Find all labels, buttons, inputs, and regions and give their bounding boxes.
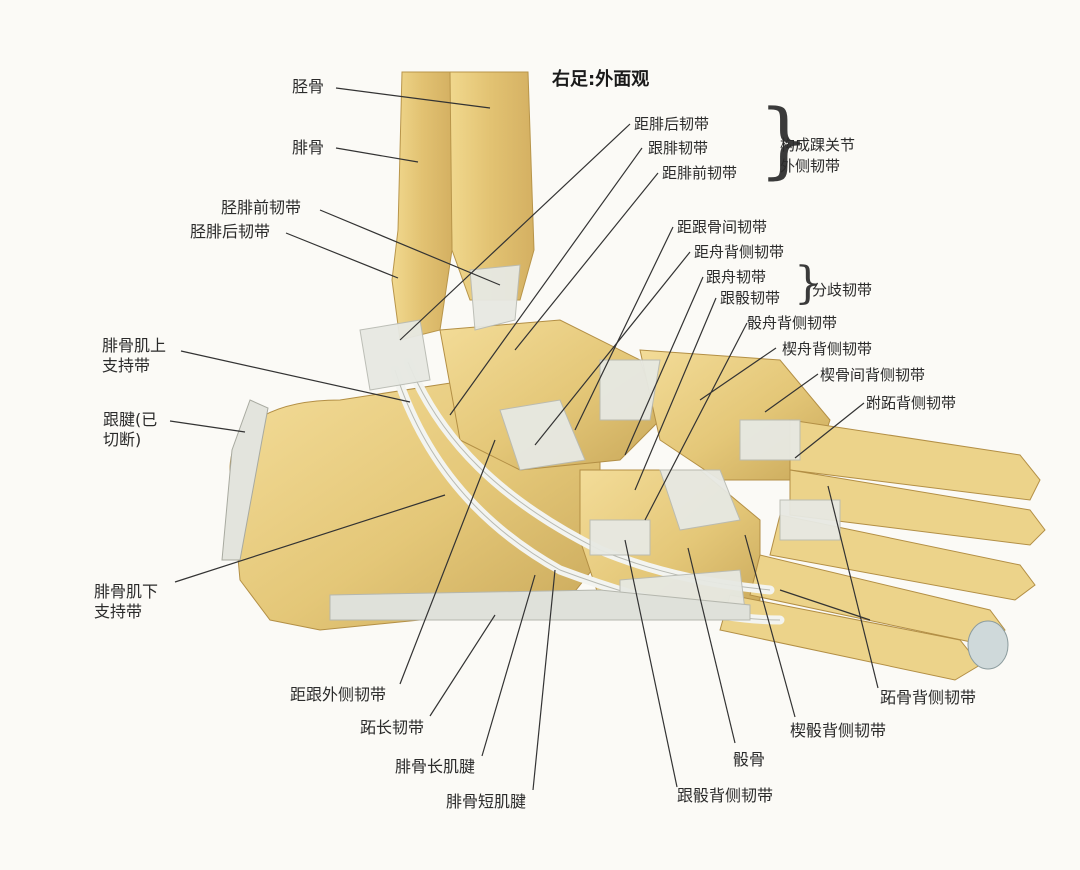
label-lateral-talocalcaneal: 距跟外侧韧带 [290, 685, 387, 704]
label-dorsal-tarsometatarsal: 跗跖背侧韧带 [866, 394, 957, 412]
label-ankle-lateral-group-2: 外侧韧带 [780, 157, 841, 175]
label-inf-peroneal-retinaculum-2: 支持带 [94, 602, 143, 621]
label-inf-peroneal-retinaculum-1: 腓骨肌下 [94, 582, 159, 601]
label-cuboid: 骰骨 [733, 750, 766, 769]
label-post-talofibular: 距腓后韧带 [634, 115, 710, 133]
metatarsal-head-highlight [967, 620, 1009, 670]
label-sup-peroneal-retinaculum-1: 腓骨肌上 [102, 336, 167, 355]
label-dorsal-metatarsal: 跖骨背侧韧带 [880, 688, 977, 707]
label-peroneus-brevis-tendon: 腓骨短肌腱 [446, 792, 527, 811]
label-dorsal-talonavicular: 距舟背侧韧带 [694, 243, 785, 261]
label-fibula: 腓骨 [292, 138, 325, 157]
label-long-plantar: 跖长韧带 [360, 718, 425, 737]
label-interosseous-talocalcaneal: 距跟骨间韧带 [677, 218, 768, 236]
label-calcaneal-tendon-2: 切断) [103, 430, 142, 449]
label-ankle-lateral-group-1: 构成踝关节 [780, 136, 856, 154]
label-bifurcate: 分歧韧带 [812, 281, 873, 299]
tibia-bone [447, 71, 535, 301]
bifurcate-brace: } [794, 258, 822, 309]
label-sup-peroneal-retinaculum-2: 支持带 [102, 356, 151, 375]
achilles-tendon [221, 399, 269, 561]
ankle-ligaments-brace: } [758, 93, 811, 188]
leader-lines [169, 87, 879, 791]
label-ant-talofibular: 距腓前韧带 [662, 164, 738, 182]
label-dorsal-cuboideonavicular: 骰舟背侧韧带 [747, 314, 838, 332]
label-dorsal-cuneonavicular: 楔舟背侧韧带 [782, 340, 873, 358]
metatarsal-bones [719, 419, 1046, 681]
label-tibia: 胫骨 [292, 77, 325, 96]
long-plantar-band [329, 589, 751, 621]
label-calcaneofibular: 跟腓韧带 [648, 139, 709, 157]
label-dorsal-cuneocuboid: 楔骰背侧韧带 [790, 721, 887, 740]
label-calcaneocuboid: 跟骰韧带 [720, 289, 781, 307]
label-post-tibiofibular: 胫腓后韧带 [190, 222, 271, 241]
label-peroneus-longus-tendon: 腓骨长肌腱 [395, 757, 476, 776]
figure-title: 右足:外面观 [552, 69, 650, 90]
label-dorsal-intercuneiform: 楔骨间背侧韧带 [820, 366, 926, 384]
label-dorsal-calcaneocuboid: 跟骰背侧韧带 [677, 786, 774, 805]
label-ant-tibiofibular: 胫腓前韧带 [221, 198, 302, 217]
label-calcaneonavicular: 跟舟韧带 [706, 268, 767, 286]
label-calcaneal-tendon-1: 跟腱(已 [103, 410, 158, 429]
